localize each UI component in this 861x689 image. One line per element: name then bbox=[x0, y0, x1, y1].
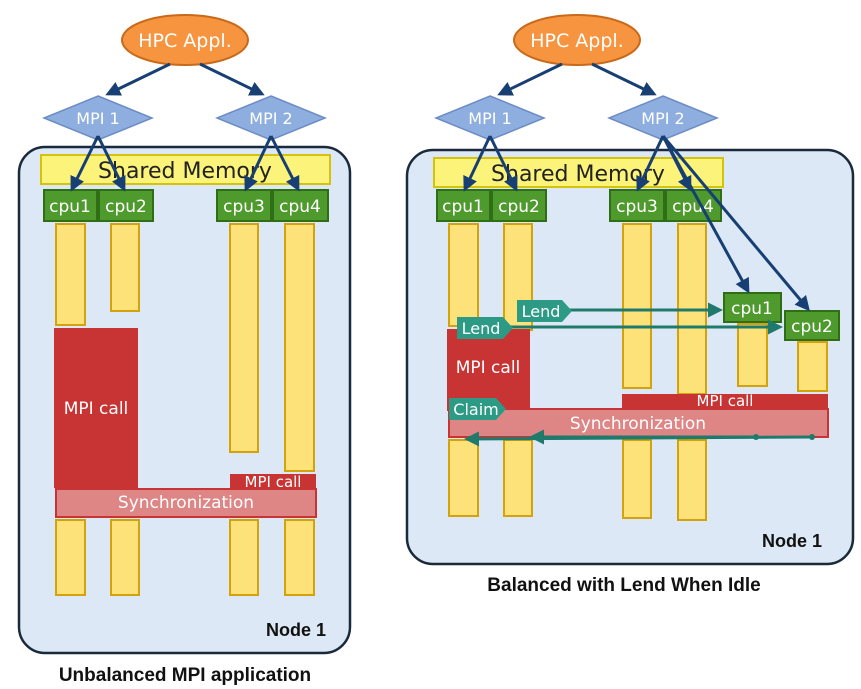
right-lend1-label: Lend bbox=[522, 302, 561, 321]
left-mpi-call-block bbox=[54, 328, 138, 488]
right-lend-arrows bbox=[508, 302, 783, 335]
right-cpu3-bar-top bbox=[622, 223, 652, 389]
left-diagram: MPI call MPI call Synchronization Shared… bbox=[17, 14, 352, 686]
left-cpu4-label: cpu4 bbox=[279, 197, 321, 217]
right-mpi-call-wide-label: MPI call bbox=[697, 392, 754, 410]
right-hpc-app-node bbox=[513, 14, 641, 66]
left-mpi1-node bbox=[42, 95, 154, 141]
right-cpu3-box bbox=[609, 189, 665, 222]
left-node-label: Node 1 bbox=[266, 620, 326, 640]
left-mpi2-node bbox=[215, 95, 327, 141]
right-cpu1-bar-bottom bbox=[448, 439, 479, 517]
right-synchronization-label: Synchronization bbox=[570, 414, 706, 434]
left-cpu2-label: cpu2 bbox=[105, 197, 147, 217]
right-claim-label: Claim bbox=[453, 400, 498, 419]
right-lend2-tag bbox=[457, 317, 513, 339]
right-arrow-app-mpi2 bbox=[591, 62, 657, 96]
left-caption: Unbalanced MPI application bbox=[59, 665, 311, 686]
right-arrow-mpi1-cpu1 bbox=[463, 135, 492, 192]
right-shared-memory bbox=[433, 157, 724, 188]
right-claim-dot-1 bbox=[809, 434, 815, 440]
left-arrow-mpi2-cpu3 bbox=[244, 135, 273, 192]
left-cpu2-box bbox=[98, 189, 154, 222]
right-mpi1-node bbox=[434, 95, 546, 141]
right-cpu3-bar-bottom bbox=[622, 439, 652, 519]
right-cpu3-label: cpu3 bbox=[616, 197, 658, 217]
right-arrow-mpi2-cpu3 bbox=[636, 135, 665, 192]
left-cpu1-bar-top bbox=[55, 223, 86, 326]
right-lent-cpu2-bar bbox=[797, 341, 828, 392]
right-node-label: Node 1 bbox=[762, 531, 822, 551]
left-cpu4-bar-top bbox=[284, 223, 315, 472]
right-arrow-mpi2-lent-cpu2 bbox=[661, 135, 810, 312]
left-arrow-mpi1-cpu2 bbox=[96, 135, 126, 192]
left-synchronization-bar bbox=[55, 488, 317, 518]
right-caption: Balanced with Lend When Idle bbox=[487, 575, 760, 596]
left-cpu2-bar-top bbox=[110, 223, 140, 312]
left-cpu4-box bbox=[272, 189, 329, 222]
right-shared-memory-label: Shared Memory bbox=[491, 162, 665, 187]
right-cpu2-bar-bottom bbox=[503, 439, 533, 517]
right-claim-arrow bbox=[464, 429, 813, 447]
left-arrow-app-mpi2 bbox=[199, 62, 265, 96]
right-lend1-tag bbox=[517, 300, 572, 322]
right-cpu4-bar-bottom bbox=[677, 439, 707, 521]
right-mpi1-label: MPI 1 bbox=[468, 109, 511, 128]
left-arrow-mpi1-cpu1 bbox=[70, 135, 100, 192]
left-cpu3-bar-bottom bbox=[229, 519, 259, 596]
left-mpi1-label: MPI 1 bbox=[76, 109, 119, 128]
left-mpi2-label: MPI 2 bbox=[249, 109, 292, 128]
right-cpu2-box bbox=[491, 189, 547, 222]
right-claim-dot-2 bbox=[753, 434, 759, 440]
left-mpi-call-label: MPI call bbox=[64, 399, 129, 419]
left-arrow-mpi2-cpu4 bbox=[269, 135, 300, 192]
right-claim-tag bbox=[449, 398, 506, 420]
right-mpi-call-label: MPI call bbox=[456, 358, 521, 378]
right-mpi-call-block bbox=[447, 329, 530, 411]
left-cpu3-label: cpu3 bbox=[223, 197, 265, 217]
right-diagram: MPI call MPI call Synchronization Shared… bbox=[405, 14, 855, 596]
left-cpu1-bar-bottom bbox=[55, 519, 86, 596]
left-hpc-app-node bbox=[121, 14, 249, 66]
right-arrow-mpi1-cpu2 bbox=[488, 135, 518, 192]
right-lent-cpu1-box bbox=[723, 292, 782, 323]
right-lent-cpu1-bar bbox=[737, 323, 768, 387]
right-mpi2-label: MPI 2 bbox=[641, 109, 684, 128]
left-arrow-app-mpi1 bbox=[105, 62, 171, 96]
right-mpi2-node bbox=[607, 95, 719, 141]
left-cpu3-box bbox=[216, 189, 272, 222]
right-lent-cpu2-label: cpu2 bbox=[791, 317, 833, 337]
left-cpu1-box bbox=[43, 189, 98, 222]
right-arrow-mpi2-lent-cpu1 bbox=[661, 135, 750, 294]
right-cpu2-label: cpu2 bbox=[498, 197, 540, 217]
right-lent-cpu2-box bbox=[784, 310, 840, 341]
right-lend2-label: Lend bbox=[462, 319, 501, 338]
right-cpu4-label: cpu4 bbox=[672, 197, 714, 217]
right-lent-cpu1-label: cpu1 bbox=[731, 299, 773, 319]
right-cpu1-bar-top bbox=[448, 223, 479, 327]
right-arrows bbox=[463, 62, 810, 312]
left-arrows bbox=[70, 62, 300, 192]
right-arrow-app-mpi1 bbox=[497, 62, 563, 96]
left-synchronization-label: Synchronization bbox=[118, 493, 254, 513]
left-shared-memory-label: Shared Memory bbox=[98, 159, 272, 184]
left-hpc-app-label: HPC Appl. bbox=[138, 30, 232, 52]
right-cpu1-box bbox=[436, 189, 491, 222]
left-cpu4-bar-bottom bbox=[284, 519, 315, 596]
left-cpu3-bar-top bbox=[229, 223, 259, 453]
left-cpu2-bar-bottom bbox=[110, 519, 140, 596]
right-mpi-call-wide bbox=[622, 394, 828, 409]
left-node-box bbox=[17, 145, 352, 655]
left-mpi-call-small-label: MPI call bbox=[245, 473, 302, 491]
left-cpu1-label: cpu1 bbox=[49, 197, 91, 217]
right-hpc-app-label: HPC Appl. bbox=[530, 30, 624, 52]
right-cpu1-label: cpu1 bbox=[442, 197, 484, 217]
left-mpi-call-small bbox=[230, 474, 316, 490]
